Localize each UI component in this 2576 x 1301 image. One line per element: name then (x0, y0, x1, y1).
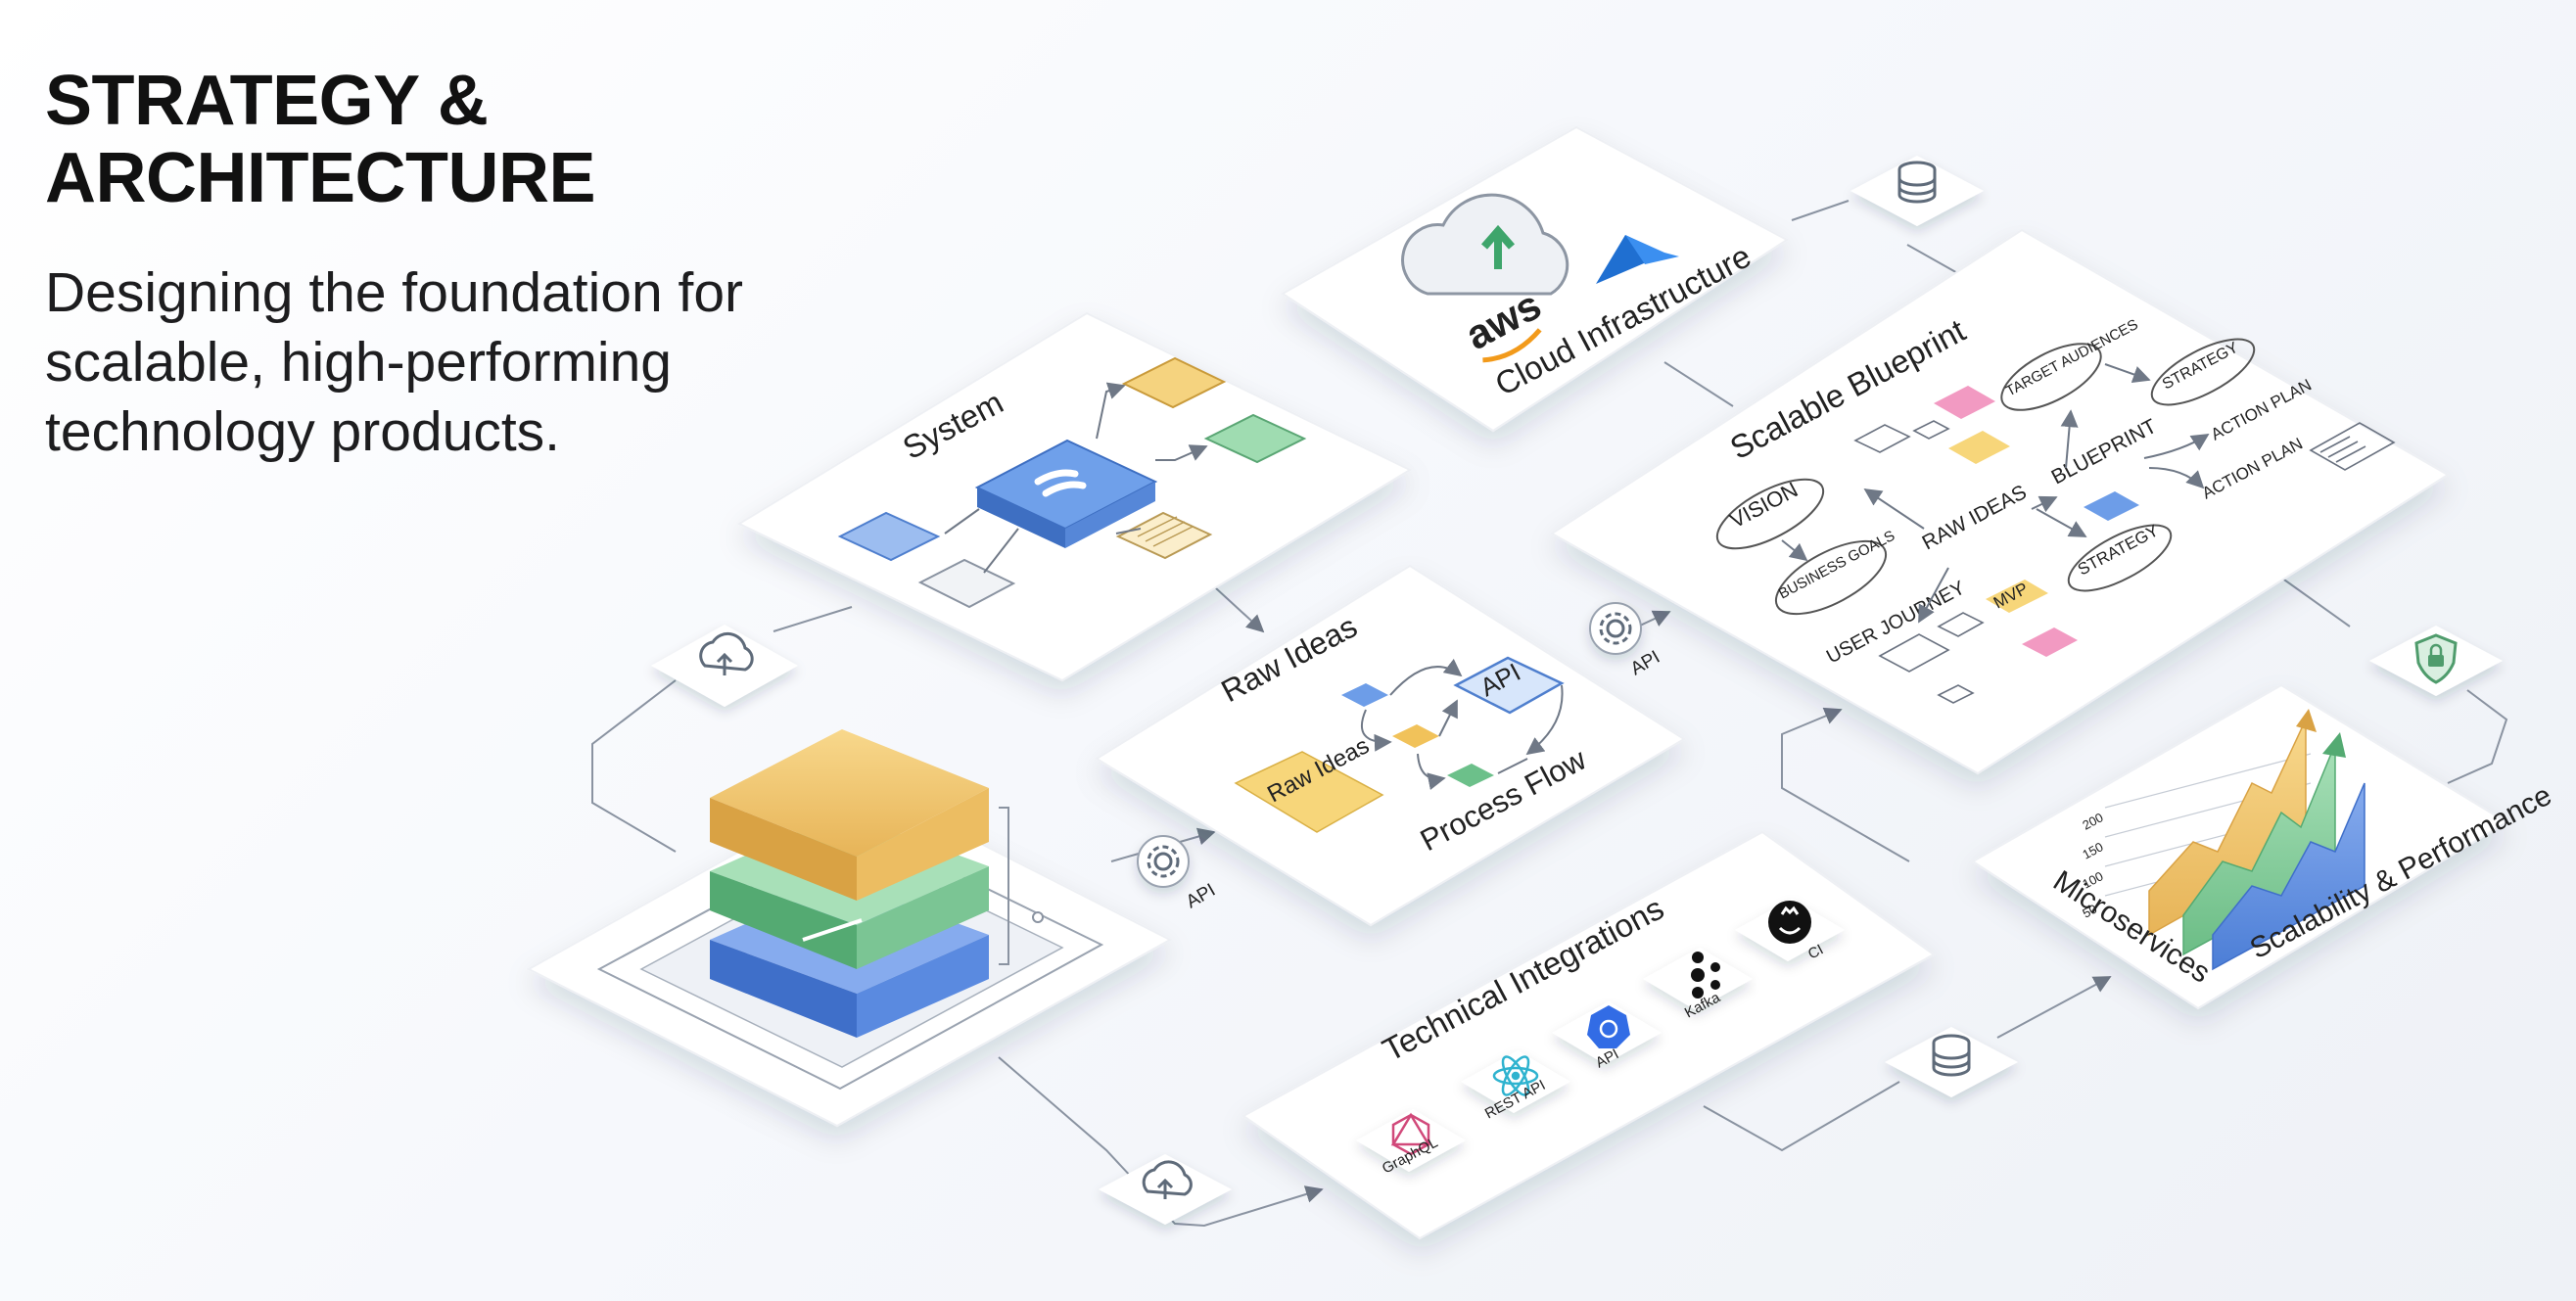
chart-tick-50: 50 (2080, 902, 2099, 921)
kafka-icon (1691, 952, 1720, 999)
cloud-upload-icon-bottom (1142, 1160, 1193, 1199)
integration-tile-ci[interactable]: CI (1735, 899, 1845, 963)
github-icon (1768, 901, 1811, 944)
api-box: API (1453, 656, 1565, 715)
shield-lock-icon (2414, 633, 2458, 684)
folder-icon-blue (837, 511, 941, 562)
api-label-2: API (1627, 647, 1663, 679)
gear-icon (1147, 845, 1180, 878)
database-icon-bottom (1932, 1034, 1971, 1077)
cloud-tile-bottom[interactable] (1099, 1154, 1232, 1225)
wireframe-sketches (1853, 420, 2396, 704)
gear-icon-2 (1599, 612, 1632, 645)
cloud-tile-left[interactable] (651, 625, 798, 707)
database-tile-bottom[interactable] (1885, 1027, 2018, 1097)
database-icon (1897, 161, 1937, 204)
connector-lines (591, 200, 2508, 1228)
folder-icon-yellow (1121, 356, 1227, 409)
cloud-upload-icon-large (1401, 193, 1569, 296)
database-tile-top[interactable] (1850, 156, 1984, 226)
cloud-infrastructure-card[interactable]: aws Cloud Infrastructure (1281, 125, 1789, 433)
system-core-block (974, 439, 1158, 548)
scalability-card[interactable]: 200 150 100 50 Microservices Scalability… (1971, 683, 2557, 1010)
api-connector-2[interactable]: API (1589, 602, 1663, 679)
scalable-blueprint-card[interactable]: Scalable Blueprint VISION BUSINESS GOALS… (1550, 228, 2450, 775)
page-title: STRATEGY & ARCHITECTURE (45, 62, 595, 218)
folder-icon-green (1203, 413, 1307, 464)
graphql-icon (1390, 1112, 1431, 1156)
kubernetes-icon (1587, 1005, 1630, 1048)
svg-text:CI: CI (1805, 941, 1826, 962)
azure-logo (1596, 235, 1679, 284)
api-connector-1[interactable]: API (1137, 835, 1219, 912)
integration-tile-rest[interactable]: REST API (1461, 1050, 1570, 1123)
security-tile[interactable] (2369, 626, 2503, 696)
api-label-1: API (1183, 880, 1219, 912)
growth-chart: 200 150 100 50 (2080, 709, 2365, 971)
page-tagline: Designing the foundation for scalable, h… (45, 261, 744, 464)
stack-layer-yellow (710, 729, 989, 901)
react-icon (1492, 1055, 1539, 1096)
cloud-upload-icon (699, 632, 754, 675)
folder-icon-gray (917, 558, 1016, 609)
document-icon (1115, 511, 1213, 560)
process-flow-card[interactable]: Raw Ideas Raw Ideas API Process Flow (1095, 564, 1686, 927)
integration-tile-graphql[interactable]: GraphQL (1356, 1109, 1466, 1178)
layer-stack-card[interactable] (526, 729, 1173, 1128)
system-card[interactable]: System (736, 311, 1413, 682)
hero: STRATEGY & ARCHITECTURE Designing the fo… (45, 62, 926, 467)
